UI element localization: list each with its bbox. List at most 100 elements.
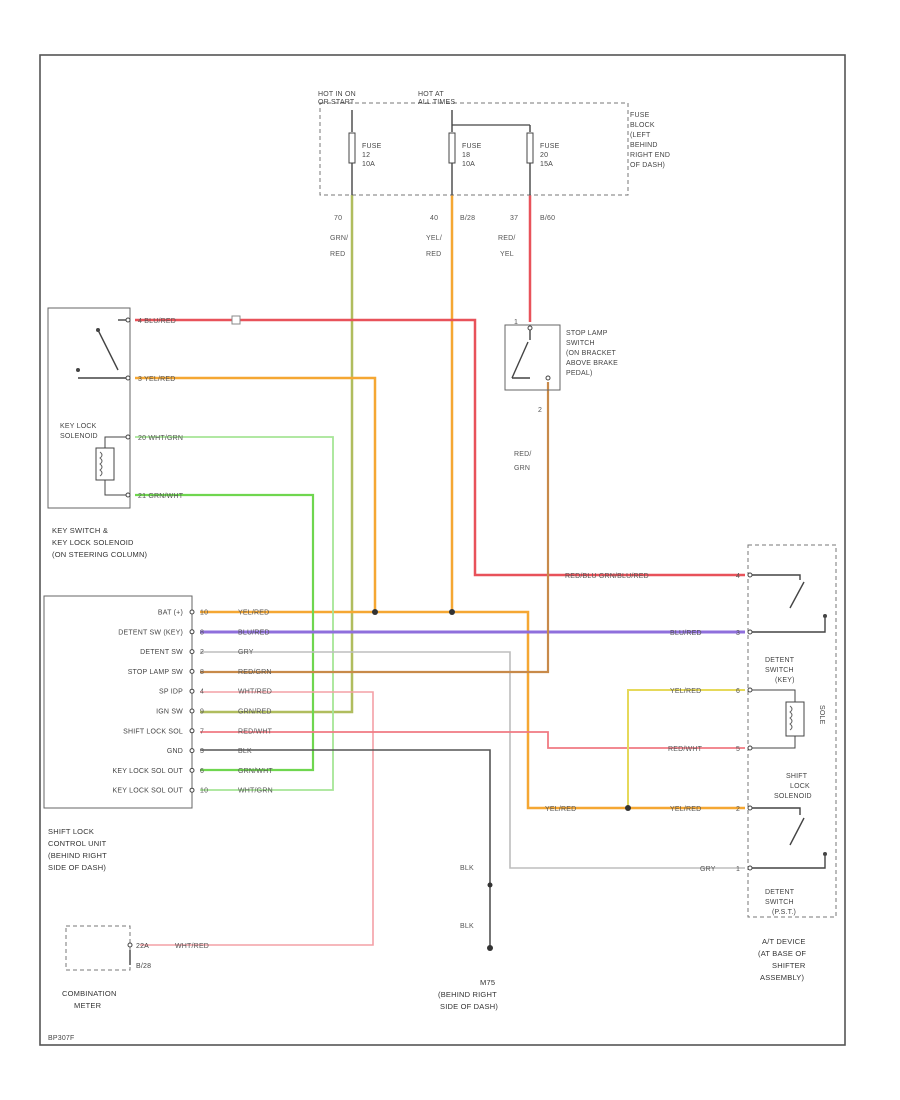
wire-yel-red-key (135, 376, 377, 612)
stop-lamp-pin-1: 1 (514, 319, 518, 326)
wire-gry (200, 651, 745, 869)
wire-label-blk-1: BLK (460, 865, 474, 872)
wire-grn-red-ign (200, 195, 354, 714)
control-unit-pin-terminal (189, 787, 195, 793)
control-unit-pin-label: DETENT SW (KEY) (118, 629, 183, 636)
svg-text:GRN: GRN (514, 465, 530, 472)
svg-text:RIGHT END: RIGHT END (630, 152, 670, 159)
svg-text:BEHIND: BEHIND (630, 142, 658, 149)
control-unit-pin-terminal (189, 748, 195, 754)
svg-text:(ON STEERING COLUMN): (ON STEERING COLUMN) (52, 550, 148, 559)
key-lock-solenoid-coil (95, 434, 131, 498)
combination-meter-label: COMBINATION METER (62, 989, 116, 1010)
wire-yel-red-bat (200, 610, 745, 810)
wire-label-yel-mid: YEL/RED (545, 806, 576, 813)
svg-text:OF DASH): OF DASH) (630, 162, 665, 169)
svg-text:HOT IN ON: HOT IN ON (318, 91, 356, 98)
splice-dot (449, 609, 455, 615)
control-unit-pin-number: 10 (200, 610, 208, 617)
wire-blk (200, 749, 491, 950)
fuse-20: FUSE 20 15A (526, 132, 560, 168)
svg-text:(P.S.T.): (P.S.T.) (772, 909, 796, 916)
svg-text:SWITCH: SWITCH (566, 340, 595, 347)
fuse-12: FUSE 12 10A (348, 132, 382, 168)
svg-text:RED: RED (330, 251, 345, 258)
wire-label-yel1: YEL/RED (670, 688, 701, 695)
svg-text:(LEFT: (LEFT (630, 132, 651, 139)
control-unit-pin-terminal (189, 688, 195, 694)
diagram-id: BP307F (48, 1035, 75, 1042)
wire-label-yel-red: 40 YEL/ RED B/28 (426, 215, 475, 258)
svg-text:10A: 10A (362, 161, 375, 168)
wire-label-key-b: 3 YEL/RED (138, 376, 175, 383)
at-device-label: A/T DEVICE (AT BASE OF SHIFTER ASSEMBLY) (758, 937, 806, 982)
fuse-hot-all-1: HOT AT (418, 91, 444, 98)
svg-text:(ON BRACKET: (ON BRACKET (566, 350, 617, 357)
key-switch-name: KEY SWITCH & KEY LOCK SOLENOID (ON STEER… (52, 526, 148, 559)
control-unit-wire-label: GRN/RED (238, 709, 272, 716)
control-unit-pin-number: 3 (200, 748, 204, 755)
svg-text:DETENT: DETENT (765, 889, 795, 896)
wire-label-meter: WHT/RED (175, 943, 209, 950)
control-unit-wire-label: RED/GRN (238, 669, 272, 676)
control-unit-pin-terminal (189, 668, 195, 674)
control-unit-pin-number: 8 (200, 629, 204, 636)
stop-lamp-switch-box (504, 324, 561, 391)
svg-text:20: 20 (540, 152, 548, 159)
wire-label-red-yel: 37 RED/ YEL B/60 (498, 215, 555, 258)
control-unit-pin-terminal (189, 767, 195, 773)
wire-label-key-a: 4 BLU/RED (138, 318, 176, 325)
svg-text:FUSE: FUSE (362, 143, 382, 150)
svg-text:KEY SWITCH &: KEY SWITCH & (52, 526, 108, 535)
svg-text:GRN/: GRN/ (330, 235, 348, 242)
wire-label-key-c: 20 WHT/GRN (138, 435, 183, 442)
shift-lock-solenoid-coil: SOLE (747, 687, 825, 751)
ground-label: M75 (BEHIND RIGHT SIDE OF DASH) (438, 978, 498, 1011)
splice-dot (625, 805, 631, 811)
wire-yel-red-sol (627, 689, 745, 808)
control-unit-pin-number: 2 (200, 649, 204, 656)
svg-text:DETENT: DETENT (765, 657, 795, 664)
svg-text:(BEHIND RIGHT: (BEHIND RIGHT (438, 990, 497, 999)
pin-number: 6 (736, 688, 740, 695)
svg-text:KEY LOCK: KEY LOCK (60, 423, 97, 430)
at-device-box (747, 544, 837, 918)
svg-text:40: 40 (430, 215, 438, 222)
control-unit-pin-label: KEY LOCK SOL OUT (113, 768, 184, 775)
control-unit-wire-label: GRN/WHT (238, 768, 273, 775)
connector-box (231, 315, 241, 325)
svg-text:18: 18 (462, 152, 470, 159)
svg-text:SOLENOID: SOLENOID (774, 793, 812, 800)
wire-label-redwht: RED/WHT (668, 746, 703, 753)
fuse-block-location: FUSE BLOCK (LEFT BEHIND RIGHT END OF DAS… (630, 112, 670, 169)
stop-lamp-name: STOP LAMP SWITCH (ON BRACKET ABOVE BRAKE… (566, 330, 618, 377)
wire-red-wht (200, 731, 745, 749)
pin-number: 1 (736, 866, 740, 873)
svg-text:(BEHIND RIGHT: (BEHIND RIGHT (48, 851, 107, 860)
detent-switch-key (747, 572, 827, 635)
svg-text:SOLE: SOLE (818, 705, 825, 725)
fuse-hot-all-2: ALL TIMES (418, 99, 455, 106)
svg-text:PEDAL): PEDAL) (566, 370, 593, 377)
wire-label-blk-2: BLK (460, 923, 474, 930)
control-unit-pin-number: 7 (200, 728, 204, 735)
control-unit-wire-label: BLK (238, 748, 252, 755)
control-unit-pin-label: IGN SW (156, 709, 183, 716)
key-switch-box (47, 307, 131, 509)
key-switch-contact (76, 317, 131, 381)
svg-text:37: 37 (510, 215, 518, 222)
svg-text:SOLENOID: SOLENOID (60, 433, 98, 440)
svg-text:FUSE: FUSE (630, 112, 650, 119)
combination-meter-box (65, 925, 131, 971)
control-unit-wire-label: WHT/RED (238, 689, 272, 696)
svg-text:RED: RED (426, 251, 441, 258)
svg-text:RED/: RED/ (514, 451, 532, 458)
wire-red-grn (200, 382, 550, 674)
wire-label-right-top: RED/BLU GRN/BLU/RED (565, 573, 649, 580)
svg-text:RED/: RED/ (498, 235, 516, 242)
svg-text:FUSE: FUSE (540, 143, 560, 150)
control-unit-pin-label: BAT (+) (158, 610, 183, 617)
control-unit-box (43, 595, 193, 809)
svg-text:15A: 15A (540, 161, 553, 168)
